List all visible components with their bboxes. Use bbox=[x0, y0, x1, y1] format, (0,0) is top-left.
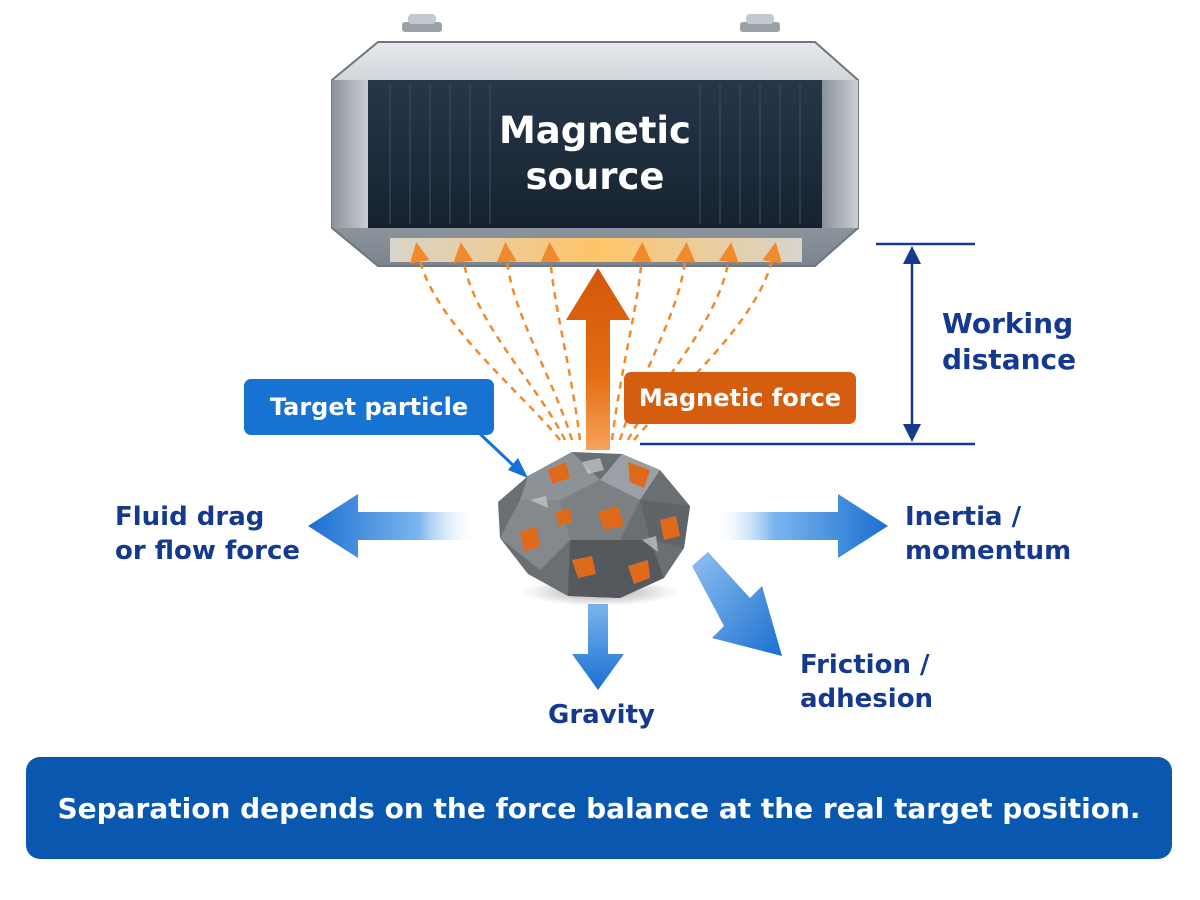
magnetic-force-arrow bbox=[566, 268, 630, 450]
fluid-drag-arrow bbox=[308, 494, 478, 558]
fluid-drag-label: Fluid drag or flow force bbox=[115, 500, 300, 568]
gravity-label: Gravity bbox=[548, 700, 655, 730]
friction-arrow bbox=[692, 552, 782, 656]
friction-line2: adhesion bbox=[800, 684, 934, 714]
working-distance-line2: distance bbox=[942, 343, 1077, 376]
working-distance-line1: Working bbox=[942, 307, 1074, 340]
working-distance-indicator bbox=[640, 242, 975, 446]
magnet-title-line1: Magnetic bbox=[498, 109, 691, 152]
magnet-pole-face bbox=[390, 238, 802, 262]
inertia-label: Inertia / momentum bbox=[905, 500, 1071, 568]
rock-particle-icon bbox=[498, 452, 690, 606]
working-distance-label: Working distance bbox=[942, 306, 1076, 378]
magnet-bolt-right bbox=[740, 14, 780, 32]
magnet-bolt-left bbox=[402, 14, 442, 32]
fluid-drag-line2: or flow force bbox=[115, 536, 300, 566]
magnetic-source-icon bbox=[331, 14, 859, 267]
gravity-arrow bbox=[572, 604, 624, 690]
magnet-title-line2: source bbox=[525, 155, 665, 198]
inertia-arrow bbox=[712, 494, 888, 558]
magnetic-force-callout: Magnetic force bbox=[624, 372, 856, 424]
magnet-title: Magnetic source bbox=[330, 108, 860, 200]
target-callout-pointer bbox=[476, 430, 528, 478]
inertia-line1: Inertia / bbox=[905, 502, 1022, 532]
friction-label: Friction / adhesion bbox=[800, 648, 933, 716]
magnet-face bbox=[368, 80, 822, 228]
friction-line1: Friction / bbox=[800, 650, 930, 680]
fluid-drag-line1: Fluid drag bbox=[115, 502, 265, 532]
summary-banner-text: Separation depends on the force balance … bbox=[57, 791, 1141, 825]
summary-banner: Separation depends on the force balance … bbox=[26, 757, 1172, 859]
inertia-line2: momentum bbox=[905, 536, 1072, 566]
target-particle-callout: Target particle bbox=[244, 379, 494, 435]
